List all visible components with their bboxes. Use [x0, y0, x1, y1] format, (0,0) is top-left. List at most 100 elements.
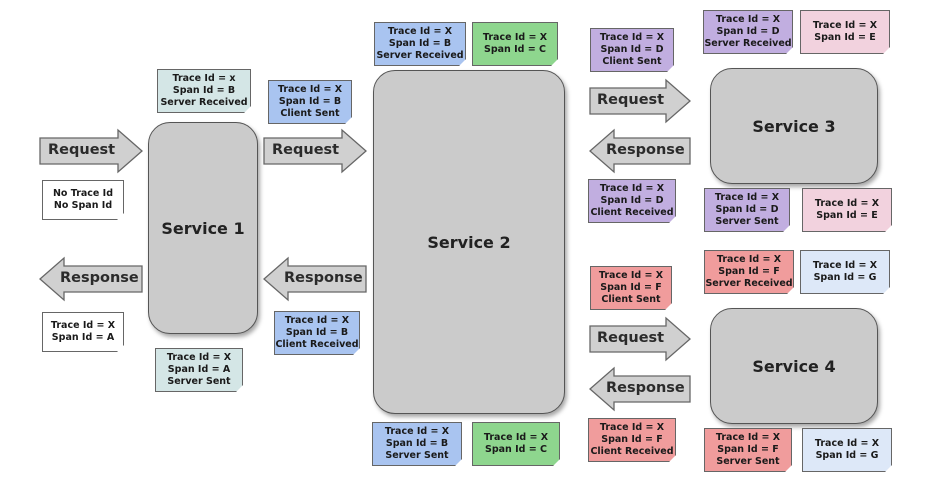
note-line: Span Id = D — [600, 44, 664, 55]
note-s3-span-e-bot: Trace Id = X Span Id = E — [802, 188, 892, 232]
note-line: Trace Id = X — [715, 14, 781, 25]
note-s4-server-sent: Trace Id = X Span Id = F Server Sent — [704, 428, 792, 472]
note-line: No Trace Id — [52, 188, 114, 199]
response-label: Response — [606, 142, 685, 158]
service-1-label: Service 1 — [161, 218, 245, 238]
request-arrow-1: Request — [38, 128, 144, 174]
arrow-left-shape — [589, 366, 691, 412]
note-line: Trace Id = X — [387, 26, 453, 37]
note-line: Span Id = C — [484, 444, 547, 455]
note-line: Client Received — [275, 339, 359, 350]
note-line: Span Id = F — [718, 266, 780, 277]
note-line: Trace Id = X — [716, 254, 782, 265]
note-client-sent-f: Trace Id = X Span Id = F Client Sent — [590, 266, 672, 310]
note-line: Trace Id = X — [812, 20, 878, 31]
note-line: Span Id = A — [51, 332, 115, 343]
note-span-a: Trace Id = X Span Id = A — [42, 312, 124, 352]
note-s1-server-sent: Trace Id = X Span Id = A Server Sent — [155, 348, 243, 392]
service-3-label: Service 3 — [752, 116, 836, 136]
note-line: Trace Id = X — [599, 32, 665, 43]
note-line: Trace Id = X — [284, 315, 350, 326]
note-line: Span Id = B — [278, 96, 342, 107]
note-line: Server Received — [704, 38, 792, 49]
note-line: Span Id = F — [717, 444, 779, 455]
note-line: Span Id = D — [716, 26, 780, 37]
note-s4-span-g-top: Trace Id = X Span Id = G — [800, 250, 890, 294]
note-line: Server Sent — [385, 450, 449, 461]
note-line: Trace Id = X — [277, 84, 343, 95]
note-line: Client Sent — [280, 108, 340, 119]
note-line: Trace Id = X — [598, 270, 664, 281]
request-arrow-2: Request — [262, 128, 368, 174]
note-line: Trace Id = X — [814, 198, 880, 209]
note-line: Server Sent — [716, 456, 780, 467]
service-4: Service 4 — [710, 308, 878, 424]
response-arrow-1: Response — [38, 256, 144, 302]
arrow-right-shape — [263, 128, 367, 174]
note-line: Client Sent — [601, 294, 661, 305]
request-arrow-3: Request — [588, 78, 692, 124]
note-line: Server Sent — [715, 216, 779, 227]
note-no-trace: No Trace Id No Span Id — [42, 180, 124, 220]
service-4-label: Service 4 — [752, 356, 836, 376]
note-line: Client Sent — [602, 56, 662, 67]
note-line: Trace Id = X — [814, 438, 880, 449]
note-line: Span Id = E — [814, 32, 876, 43]
note-line: Span Id = F — [600, 282, 662, 293]
note-line: Trace Id = X — [166, 352, 232, 363]
note-s3-server-sent: Trace Id = X Span Id = D Server Sent — [704, 188, 790, 232]
note-line: Trace Id = X — [482, 32, 548, 43]
request-label: Request — [272, 142, 340, 158]
arrow-right-shape — [589, 316, 691, 362]
note-client-received-b: Trace Id = X Span Id = B Client Received — [274, 311, 360, 355]
note-s4-span-g-bot: Trace Id = X Span Id = G — [802, 428, 892, 472]
note-line: Span Id = D — [715, 204, 779, 215]
note-line: Client Received — [590, 207, 674, 218]
note-line: Span Id = G — [815, 450, 879, 461]
note-line: Trace Id = X — [50, 320, 116, 331]
arrow-left-shape — [39, 256, 143, 302]
note-line: Trace Id = X — [715, 432, 781, 443]
response-label: Response — [606, 380, 685, 396]
note-line: Span Id = C — [483, 44, 546, 55]
note-line: Trace Id = X — [714, 192, 780, 203]
note-s2-span-c-top: Trace Id = X Span Id = C — [472, 22, 558, 66]
arrow-right-shape — [589, 78, 691, 124]
note-s2-span-c-bot: Trace Id = X Span Id = C — [472, 422, 560, 466]
note-client-received-f: Trace Id = X Span Id = F Client Received — [588, 418, 676, 462]
response-label: Response — [284, 270, 363, 286]
request-label: Request — [597, 92, 665, 108]
arrow-left-shape — [263, 256, 367, 302]
response-arrow-4: Response — [588, 366, 692, 412]
request-label: Request — [597, 330, 665, 346]
note-line: Trace Id = X — [812, 260, 878, 271]
note-s4-server-received: Trace Id = X Span Id = F Server Received — [704, 250, 794, 294]
note-line: Trace Id = X — [483, 432, 549, 443]
note-line: Client Received — [590, 446, 674, 457]
note-s2-server-received: Trace Id = X Span Id = B Server Received — [374, 22, 466, 66]
note-client-sent-d: Trace Id = X Span Id = D Client Sent — [590, 28, 674, 72]
note-line: Server Received — [160, 97, 248, 108]
note-s1-server-received: Trace Id = x Span Id = B Server Received — [157, 69, 251, 113]
arrow-right-shape — [39, 128, 143, 174]
note-line: Span Id = A — [167, 364, 231, 375]
note-line: Span Id = D — [600, 195, 664, 206]
service-1: Service 1 — [148, 122, 258, 334]
service-2: Service 2 — [373, 70, 565, 414]
note-line: Server Received — [376, 50, 464, 61]
note-line: Span Id = E — [816, 210, 878, 221]
note-line: Trace Id = X — [599, 183, 665, 194]
note-line: Trace Id = x — [172, 73, 236, 84]
note-line: Server Sent — [167, 376, 231, 387]
note-s2-server-sent: Trace Id = X Span Id = B Server Sent — [372, 422, 462, 466]
note-s3-span-e-top: Trace Id = X Span Id = E — [800, 10, 890, 54]
response-arrow-2: Response — [262, 256, 368, 302]
note-line: Span Id = G — [813, 272, 877, 283]
note-line: Span Id = B — [285, 327, 349, 338]
response-arrow-3: Response — [588, 128, 692, 174]
note-client-sent-b: Trace Id = X Span Id = B Client Sent — [268, 80, 352, 124]
note-line: Span Id = F — [601, 434, 663, 445]
note-client-received-d: Trace Id = X Span Id = D Client Received — [588, 179, 676, 223]
note-line: Trace Id = X — [384, 426, 450, 437]
arrow-left-shape — [589, 128, 691, 174]
